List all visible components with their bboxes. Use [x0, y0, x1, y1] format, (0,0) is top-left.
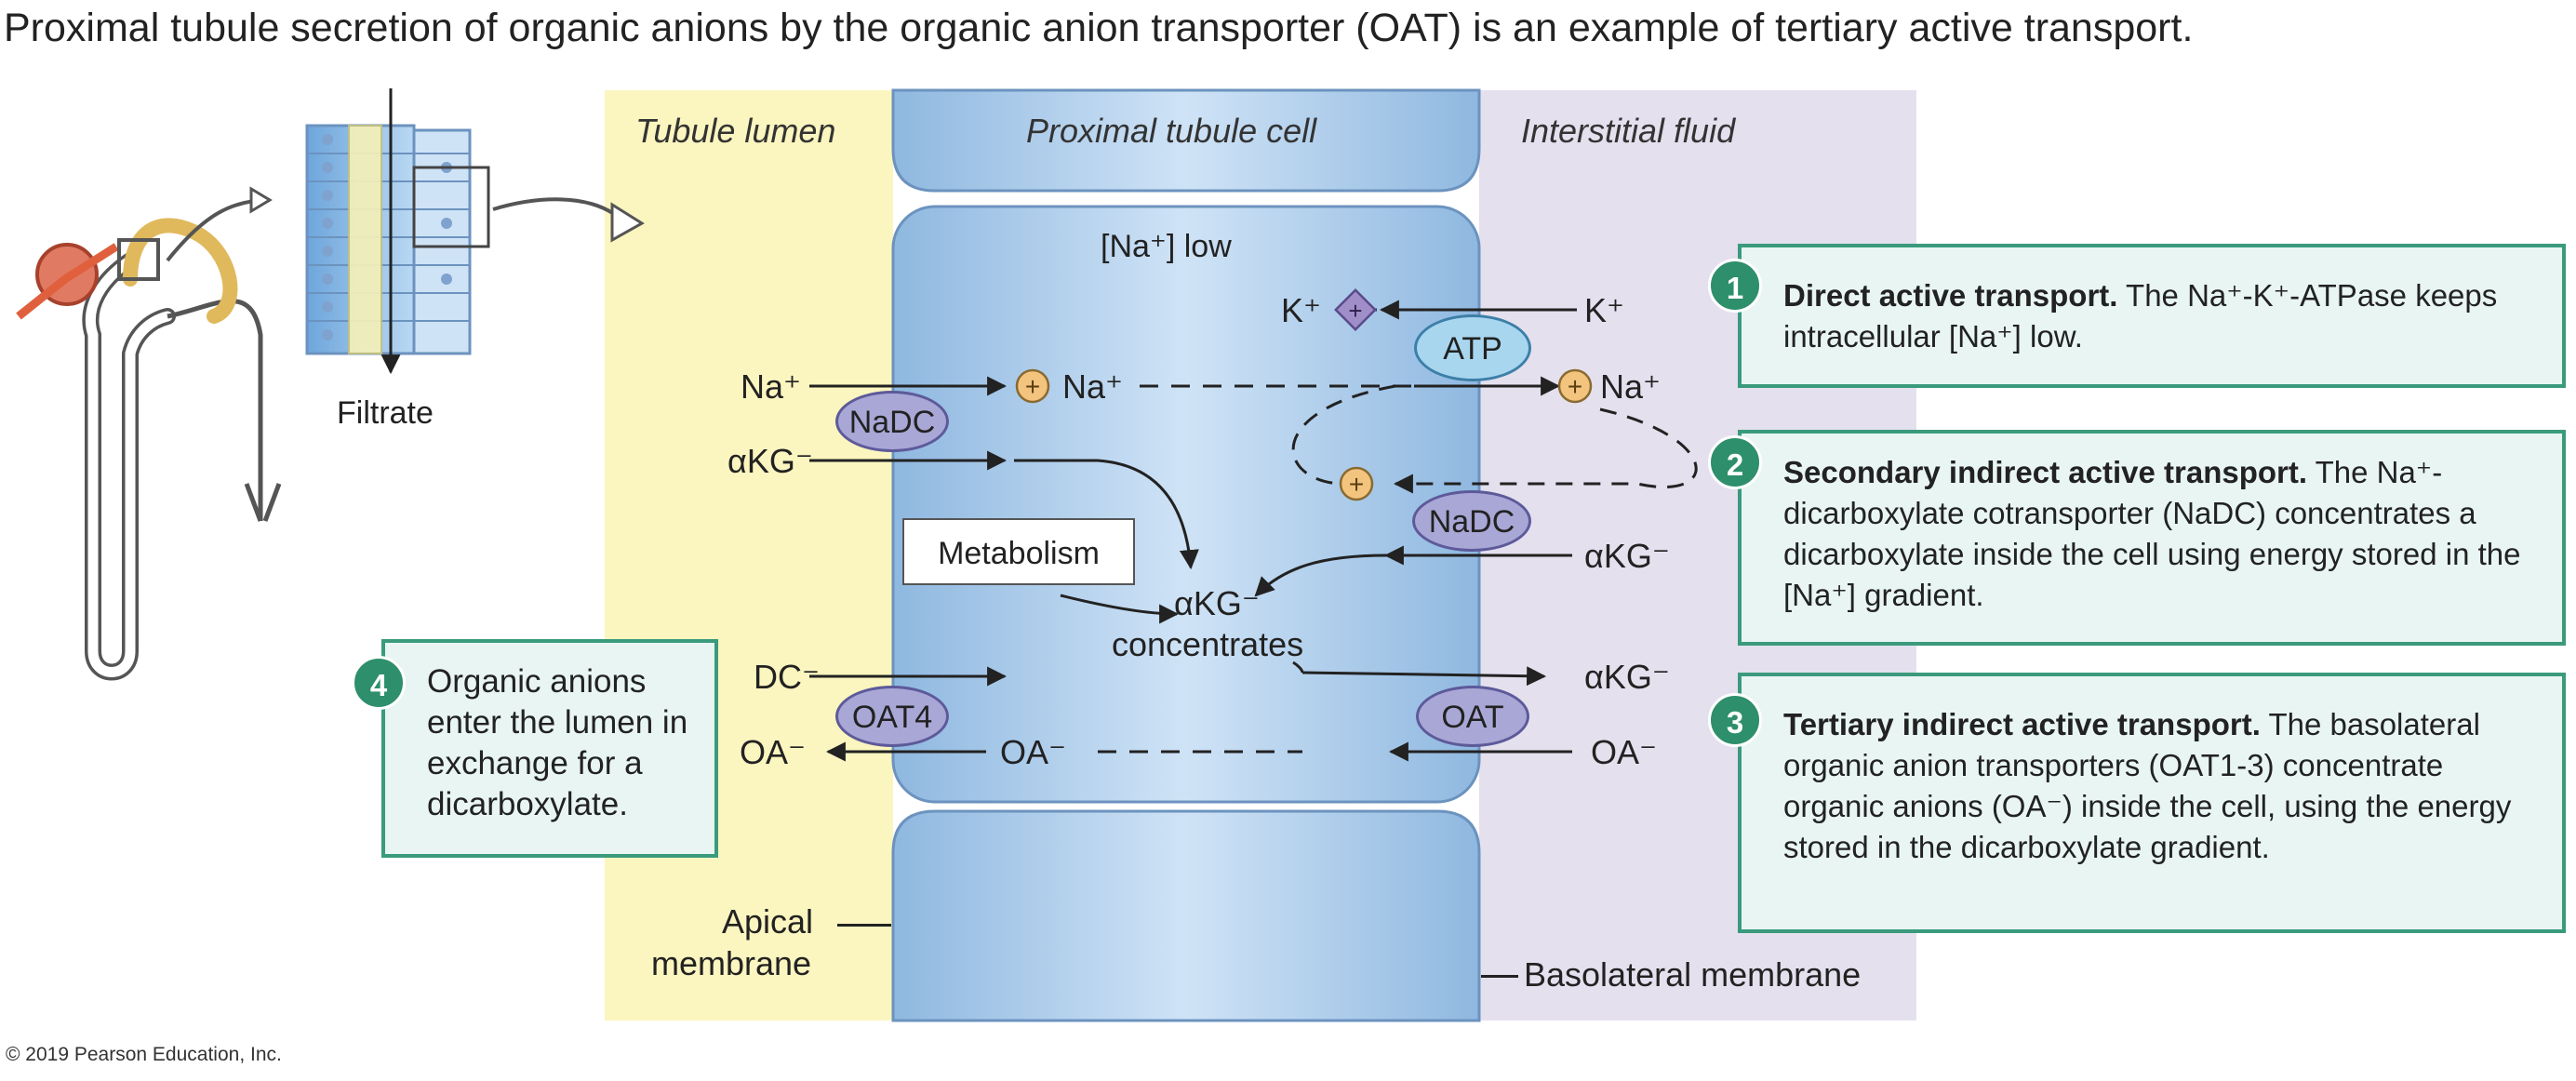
callout-3: Tertiary indirect active transport. The … [1738, 673, 2566, 933]
proximal-tubule-cell [891, 205, 1481, 804]
callout-2-text: The Na⁺-dicarboxylate cotransporter (NaD… [1783, 455, 2521, 612]
oa-left-label: OA⁻ [740, 733, 807, 771]
lower-cell [891, 809, 1481, 1022]
na-low-label: [Na⁺] low [1101, 229, 1232, 264]
callout-2: Secondary indirect active transport. The… [1738, 430, 2566, 646]
nephron-illustration [16, 186, 282, 681]
filtrate-label: Filtrate [337, 395, 434, 431]
callout-4-text: Organic anions enter the lumen in exchan… [427, 663, 688, 822]
tubule-section-illustration [305, 88, 645, 375]
akg-left-label: αKG⁻ [727, 442, 813, 480]
akg-right-label-1: αKG⁻ [1584, 537, 1670, 575]
atp-pump: ATP [1414, 314, 1531, 381]
callout-4-number: 4 [352, 656, 406, 710]
upper-cell [891, 88, 1481, 193]
k-left-label: K⁺ [1281, 291, 1322, 329]
callout-3-number: 3 [1708, 693, 1762, 747]
copyright-text: © 2019 Pearson Education, Inc. [6, 1044, 282, 1065]
region-label-cell: Proximal tubule cell [1026, 112, 1317, 150]
svg-text:+: + [1025, 372, 1040, 401]
callout-4: Organic anions enter the lumen in exchan… [381, 639, 718, 858]
callout-1-title: Direct active transport. [1783, 278, 2118, 313]
callout-2-number: 2 [1708, 435, 1762, 489]
basolateral-label: Basolateral membrane [1524, 955, 1862, 994]
na-plus-circle-mid: + [1015, 368, 1050, 404]
nadc-apical-transporter: NaDC [835, 391, 949, 452]
na-right-label: Na⁺ [1600, 367, 1662, 406]
callout-2-title: Secondary indirect active transport. [1783, 455, 2308, 489]
na-plus-circle-recycle: + [1339, 466, 1374, 501]
akg-right-label-2: αKG⁻ [1584, 658, 1670, 696]
na-plus-circle-right: + [1557, 368, 1593, 404]
region-label-lumen: Tubule lumen [635, 112, 836, 150]
concentrates-label: concentrates [1112, 625, 1304, 663]
k-right-label: K⁺ [1584, 291, 1625, 329]
na-mid-label: Na⁺ [1062, 367, 1124, 406]
region-label-interstitial: Interstitial fluid [1521, 112, 1736, 150]
oat-transporter: OAT [1416, 686, 1529, 747]
lumen-region [605, 90, 893, 1021]
k-plus-diamond: + [1334, 288, 1377, 331]
callout-3-text: The basolateral organic anion transporte… [1783, 707, 2512, 864]
apical-leader-line [837, 924, 891, 927]
svg-text:+: + [1349, 470, 1364, 499]
basolateral-leader-line [1481, 975, 1518, 978]
dc-left-label: DC⁻ [754, 658, 820, 696]
oa-mid-label: OA⁻ [1000, 733, 1067, 771]
oat4-transporter: OAT4 [835, 686, 949, 747]
na-left-label: Na⁺ [741, 367, 802, 406]
nadc-basolateral-transporter: NaDC [1412, 490, 1531, 552]
apical-label-1: Apical [722, 902, 814, 941]
callout-3-title: Tertiary indirect active transport. [1783, 707, 2261, 741]
svg-text:+: + [1568, 372, 1582, 401]
page-title: Proximal tubule secretion of organic ani… [4, 6, 2194, 50]
oa-right-label: OA⁻ [1591, 733, 1658, 771]
callout-1: Direct active transport. The Na⁺-K⁺-ATPa… [1738, 244, 2566, 388]
metabolism-box: Metabolism [902, 518, 1135, 585]
svg-text:+: + [1348, 297, 1362, 325]
apical-label-2: membrane [651, 944, 812, 982]
akg-concentrates-label: αKG⁻ [1174, 584, 1260, 622]
callout-1-number: 1 [1708, 259, 1762, 313]
callout-1-text: The Na⁺-K⁺-ATPase keeps intracellular [N… [1783, 278, 2498, 354]
